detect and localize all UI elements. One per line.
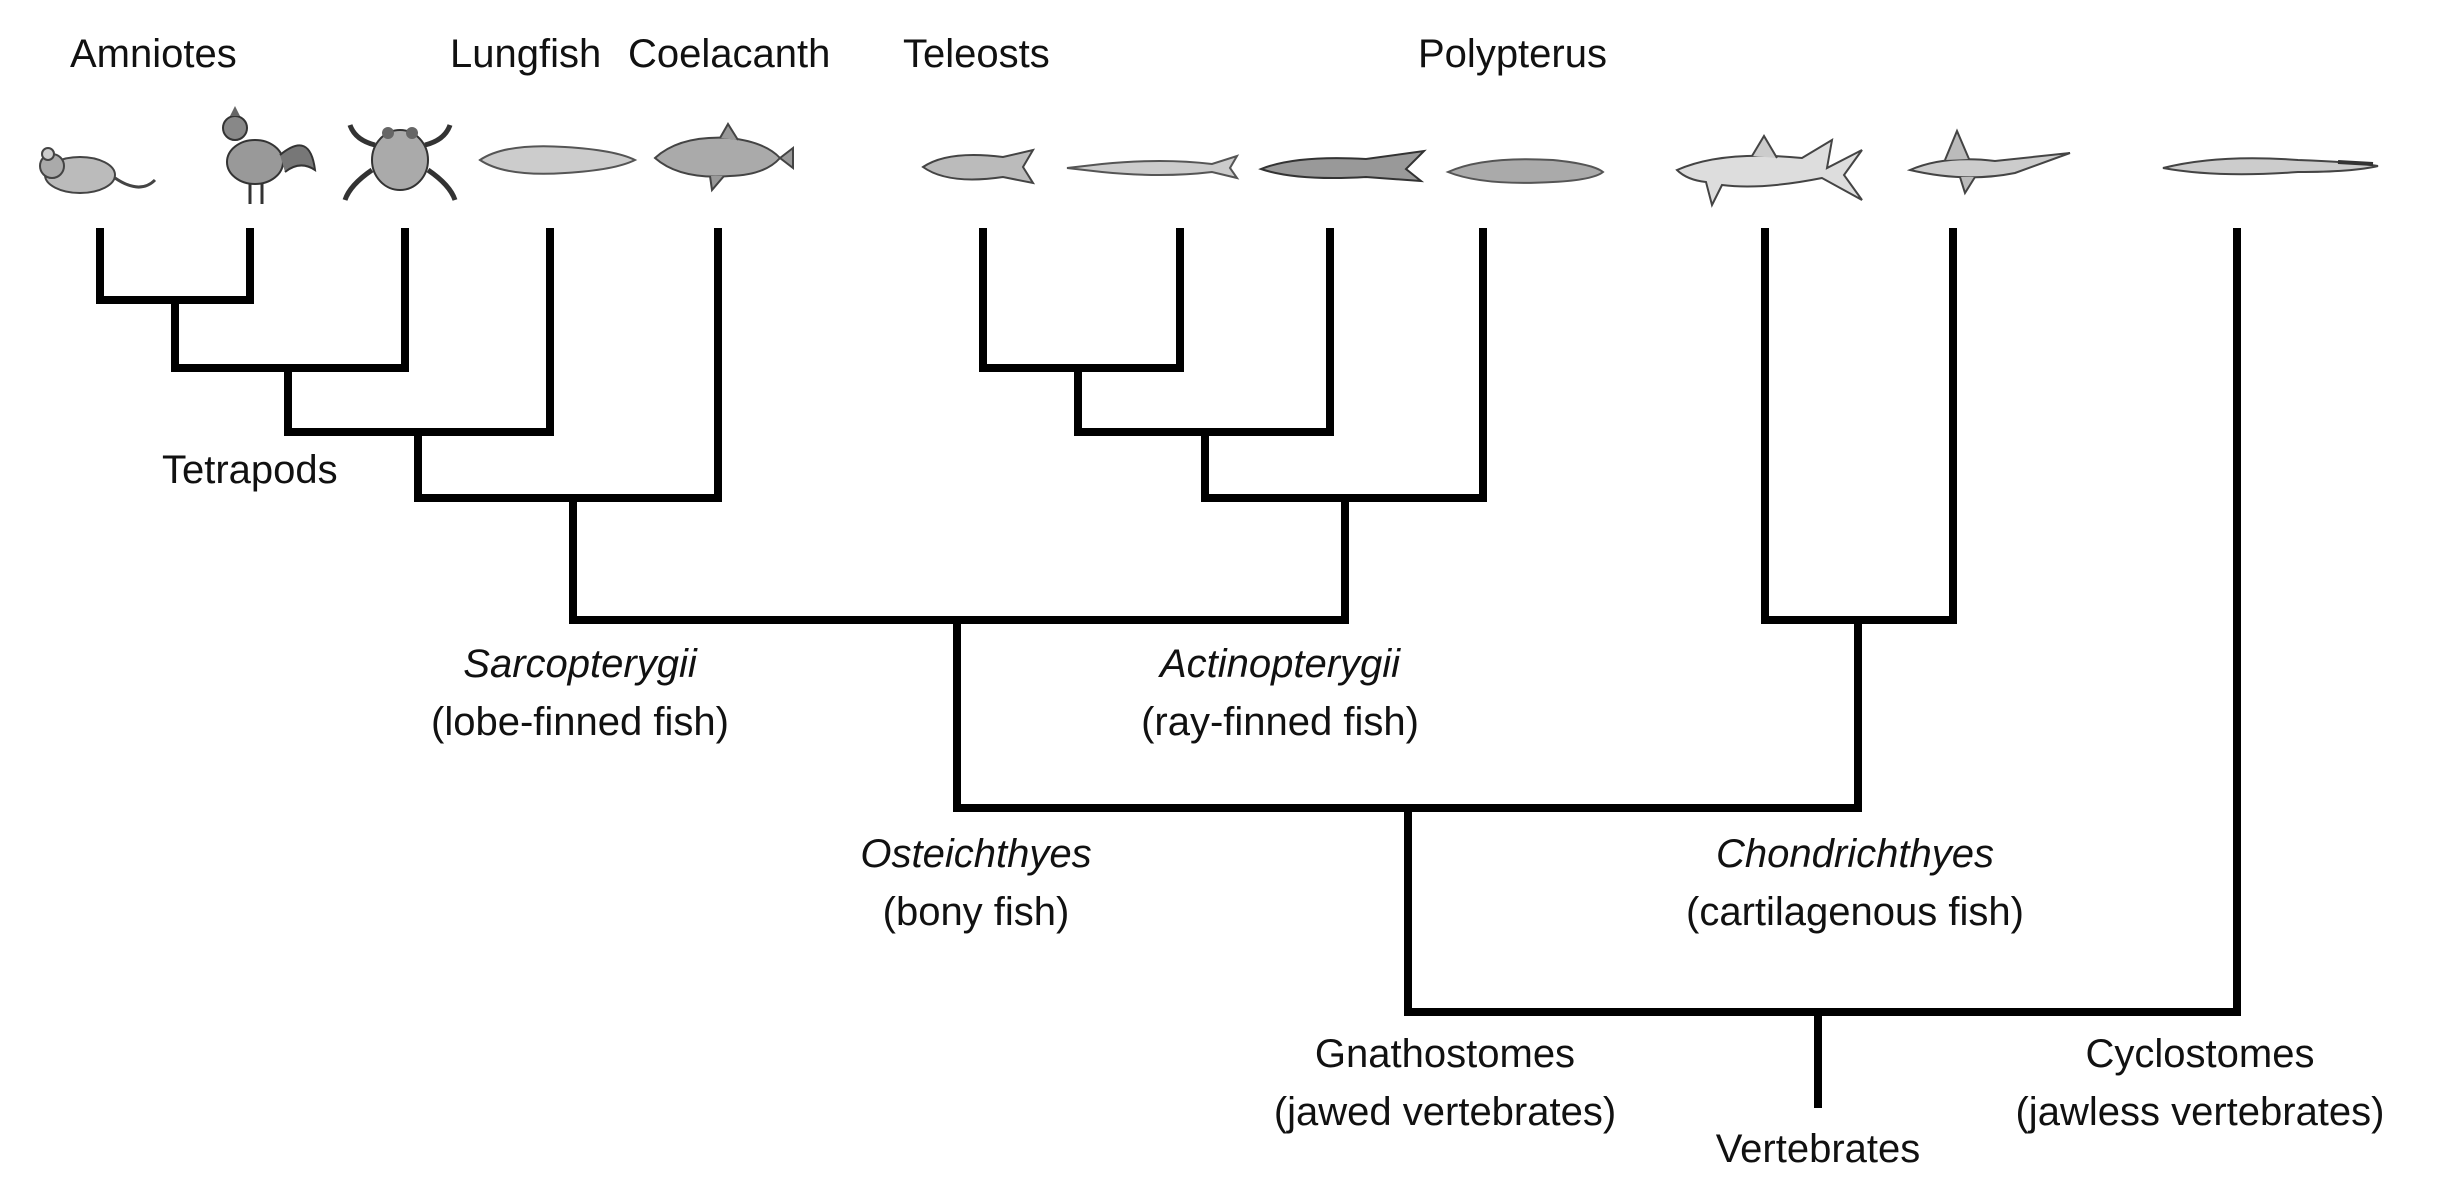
actinopterygii-common: (ray-finned fish) [1141,700,1419,744]
branch-sarcopterygii [414,228,722,502]
gar-icon [1066,154,1240,180]
label-lungfish: Lungfish [450,32,602,76]
branch-chondrichthyes [1761,228,1957,624]
branch-teleosts-sturgeon [1074,228,1334,436]
osteichthyes-name: Osteichthyes [860,832,1092,876]
sarcopterygii-name: Sarcopterygii [463,642,697,686]
lungfish-icon [478,145,638,175]
chondrichthyes-common: (cartilagenous fish) [1686,890,2024,934]
label-amniotes: Amniotes [70,32,237,76]
branch-actinopterygii [1201,228,1487,502]
actinopterygii-name: Actinopterygii [1159,642,1401,686]
branch-vertebrates [1404,228,2241,1016]
sturgeon-icon [1258,149,1427,183]
sarcopterygii-common: (lobe-finned fish) [431,700,729,744]
label-cyclostomes: Cyclostomes (jawless vertebrates) [1960,1030,2440,1136]
coelacanth-icon [653,122,794,193]
mouse-icon [39,147,157,194]
chondrichthyes-name: Chondrichthyes [1716,832,1994,876]
cyclostomes-common: (jawless vertebrates) [2015,1090,2385,1134]
chimaera-icon [1906,128,2071,196]
branch-teleosts [979,228,1184,372]
label-sarcopterygii: Sarcopterygii (lobe-finned fish) [390,640,770,746]
label-gnathostomes: Gnathostomes (jawed vertebrates) [1225,1030,1665,1136]
shark-icon [1675,134,1863,208]
label-chondrichthyes: Chondrichthyes (cartilagenous fish) [1620,830,2090,936]
gnathostomes-name: Gnathostomes [1314,1032,1576,1076]
branch-amniotes [96,228,254,304]
branch-osteichthyes [569,494,1349,624]
osteichthyes-common: (bony fish) [882,890,1070,934]
label-teleosts: Teleosts [903,32,1050,76]
cyclostomes-name: Cyclostomes [2085,1032,2315,1076]
teleost-fish-icon [921,148,1036,185]
gnathostomes-common: (jawed vertebrates) [1273,1090,1617,1134]
frog-icon [342,124,458,201]
label-osteichthyes: Osteichthyes (bony fish) [796,830,1156,936]
label-vertebrates: Vertebrates [1715,1127,1921,1171]
label-tetrapods: Tetrapods [162,448,338,492]
branch-tetrapod-lungfish [284,228,554,436]
rooster-icon [222,106,317,204]
label-coelacanth: Coelacanth [628,32,831,76]
label-actinopterygii: Actinopterygii (ray-finned fish) [1090,640,1470,746]
polypterus-icon [1445,158,1605,184]
lamprey-icon [2162,157,2379,176]
label-polypterus: Polypterus [1418,32,1607,76]
